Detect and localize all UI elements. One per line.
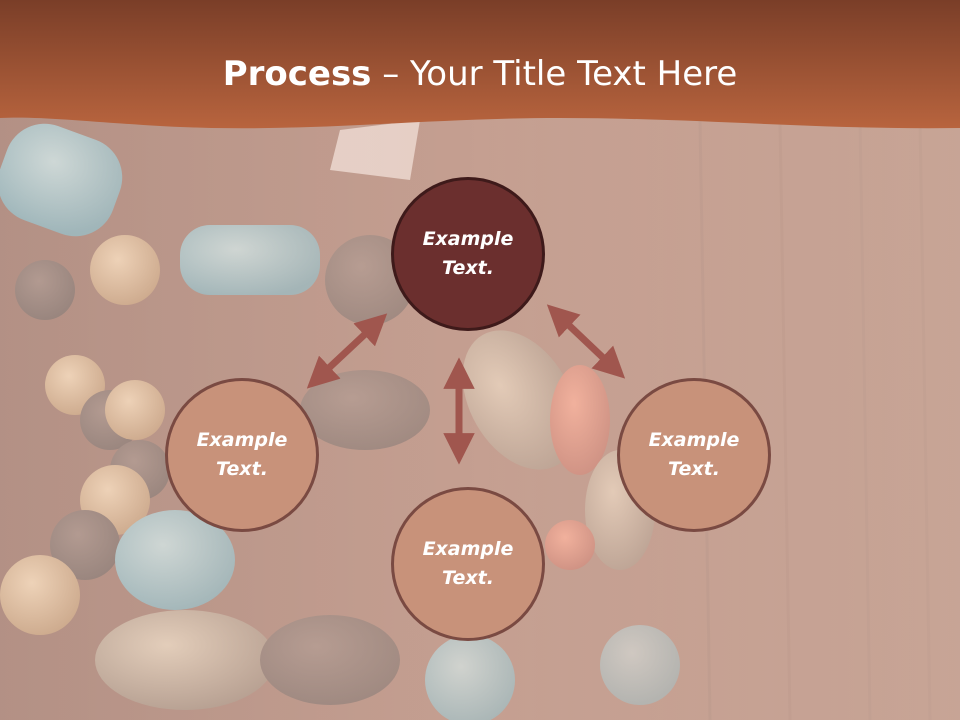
process-node-center[interactable]: Example Text. bbox=[391, 177, 545, 331]
process-node-right-label: Example Text. bbox=[648, 429, 740, 480]
title-rest: – Your Title Text Here bbox=[371, 54, 738, 94]
process-node-left-label: Example Text. bbox=[196, 429, 288, 480]
process-node-right[interactable]: Example Text. bbox=[617, 378, 771, 532]
process-node-bottom-label: Example Text. bbox=[422, 538, 514, 589]
title-band bbox=[0, 0, 960, 129]
slide-title: Process – Your Title Text Here bbox=[0, 52, 960, 96]
process-node-center-label: Example Text. bbox=[422, 228, 514, 279]
process-node-left[interactable]: Example Text. bbox=[165, 378, 319, 532]
title-bold: Process bbox=[222, 54, 372, 94]
process-node-bottom[interactable]: Example Text. bbox=[391, 487, 545, 641]
